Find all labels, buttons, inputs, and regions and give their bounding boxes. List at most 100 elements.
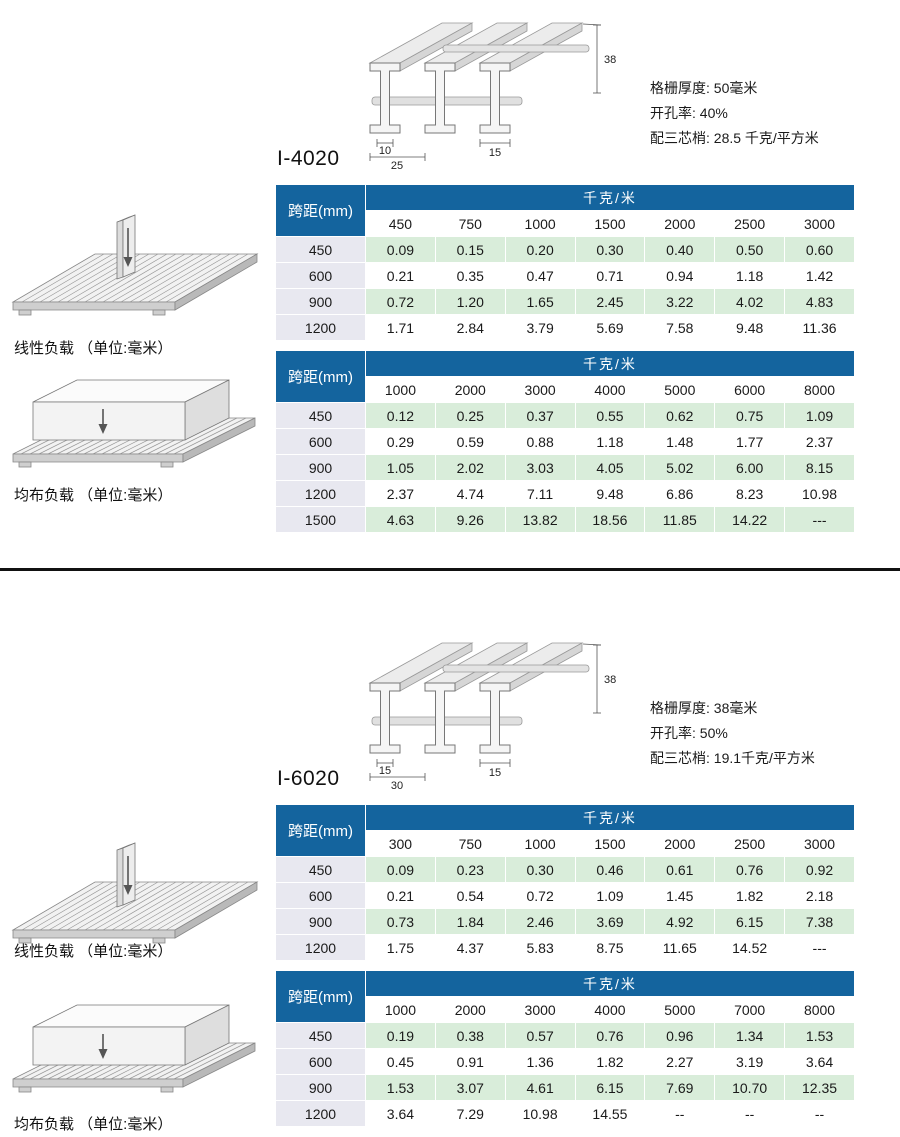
deflection-value: 0.15 — [434, 236, 506, 263]
deflection-value: 0.35 — [434, 262, 506, 289]
deflection-value: 2.46 — [504, 908, 576, 935]
deflection-value: 4.05 — [574, 454, 646, 481]
deflection-value: 0.09 — [365, 856, 436, 883]
deflection-value: 0.45 — [365, 1048, 436, 1075]
deflection-value: 1.09 — [784, 402, 855, 429]
deflection-value: 8.75 — [574, 934, 646, 961]
deflection-value: 1.45 — [644, 882, 716, 909]
deflection-value: 14.22 — [714, 506, 786, 533]
deflection-value: 7.38 — [784, 908, 855, 935]
deflection-value: 4.63 — [365, 506, 436, 533]
uniform-load-geometry — [12, 379, 256, 468]
deflection-value: 1.36 — [504, 1048, 576, 1075]
deflection-value: 0.19 — [365, 1022, 436, 1049]
deflection-value: 0.21 — [365, 882, 436, 909]
deflection-value: 1.53 — [365, 1074, 436, 1101]
load-column-header: 6000 — [714, 376, 786, 403]
deflection-value: 7.29 — [434, 1100, 506, 1127]
dim-w1-label: 15 — [379, 765, 391, 777]
deflection-value: 9.26 — [434, 506, 506, 533]
spec-weight: 配三芯梢: 19.1千克/平方米 — [650, 750, 815, 766]
deflection-value: 1.82 — [714, 882, 786, 909]
deflection-value: 4.83 — [784, 288, 855, 315]
deflection-value: 11.36 — [784, 314, 855, 341]
deflection-value: 5.83 — [504, 934, 576, 961]
load-column-header: 4000 — [574, 376, 646, 403]
deflection-value: 1.77 — [714, 428, 786, 455]
span-value: 900 — [275, 908, 366, 935]
spec-open-rate: 开孔率: 40% — [650, 105, 728, 121]
load-column-header: 3000 — [784, 830, 855, 857]
deflection-value: 0.30 — [574, 236, 646, 263]
deflection-value: 0.71 — [574, 262, 646, 289]
deflection-value: 0.73 — [365, 908, 436, 935]
deflection-value: 0.47 — [504, 262, 576, 289]
deflection-value: --- — [784, 506, 855, 533]
deflection-value: 0.30 — [504, 856, 576, 883]
deflection-value: 11.85 — [644, 506, 716, 533]
span-column-header: 跨距(mm) — [275, 804, 366, 857]
deflection-value: 3.69 — [574, 908, 646, 935]
deflection-value: 2.37 — [784, 428, 855, 455]
deflection-value: 0.94 — [644, 262, 716, 289]
deflection-value: 0.57 — [504, 1022, 576, 1049]
deflection-value: 3.64 — [365, 1100, 436, 1127]
deflection-value: 9.48 — [714, 314, 786, 341]
span-value: 600 — [275, 428, 366, 455]
deflection-value: 0.20 — [504, 236, 576, 263]
linear-load-illustration — [12, 214, 258, 316]
load-column-header: 750 — [434, 830, 506, 857]
span-value: 900 — [275, 1074, 366, 1101]
load-column-header: 5000 — [644, 996, 716, 1023]
grating-profile-drawing: 38 10 25 15 — [369, 22, 616, 172]
uniform-load-geometry — [12, 1004, 256, 1093]
uniform-load-illustration — [12, 379, 256, 468]
deflection-value: 2.02 — [434, 454, 506, 481]
unit-header: 千克/米 — [365, 184, 855, 211]
deflection-value: 8.23 — [714, 480, 786, 507]
uniform-load-illustration — [12, 1004, 256, 1093]
deflection-value: 4.92 — [644, 908, 716, 935]
load-column-header: 2500 — [714, 830, 786, 857]
deflection-value: 2.84 — [434, 314, 506, 341]
deflection-value: 6.86 — [644, 480, 716, 507]
deflection-value: 14.52 — [714, 934, 786, 961]
deflection-value: 0.37 — [504, 402, 576, 429]
deflection-value: 7.58 — [644, 314, 716, 341]
linear-load-geometry — [12, 214, 258, 316]
deflection-value: 0.25 — [434, 402, 506, 429]
dim-w2-label: 25 — [391, 160, 403, 172]
deflection-value: 10.98 — [504, 1100, 576, 1127]
deflection-value: 10.98 — [784, 480, 855, 507]
deflection-value: 0.75 — [714, 402, 786, 429]
dim-height-label: 38 — [604, 54, 616, 66]
span-value: 600 — [275, 1048, 366, 1075]
load-column-header: 2500 — [714, 210, 786, 237]
uniform-load-caption: 均布负载 （单位:毫米） — [14, 487, 173, 504]
deflection-value: 4.02 — [714, 288, 786, 315]
deflection-value: 11.65 — [644, 934, 716, 961]
deflection-value: 2.45 — [574, 288, 646, 315]
spec-thickness: 格栅厚度: 50毫米 — [650, 80, 758, 96]
load-column-header: 750 — [434, 210, 506, 237]
deflection-value: 1.82 — [574, 1048, 646, 1075]
span-value: 600 — [275, 262, 366, 289]
deflection-value: 0.62 — [644, 402, 716, 429]
deflection-value: 0.61 — [644, 856, 716, 883]
deflection-value: 6.00 — [714, 454, 786, 481]
deflection-value: 0.21 — [365, 262, 436, 289]
span-value: 1200 — [275, 314, 366, 341]
deflection-value: 3.19 — [714, 1048, 786, 1075]
deflection-value: 0.76 — [574, 1022, 646, 1049]
